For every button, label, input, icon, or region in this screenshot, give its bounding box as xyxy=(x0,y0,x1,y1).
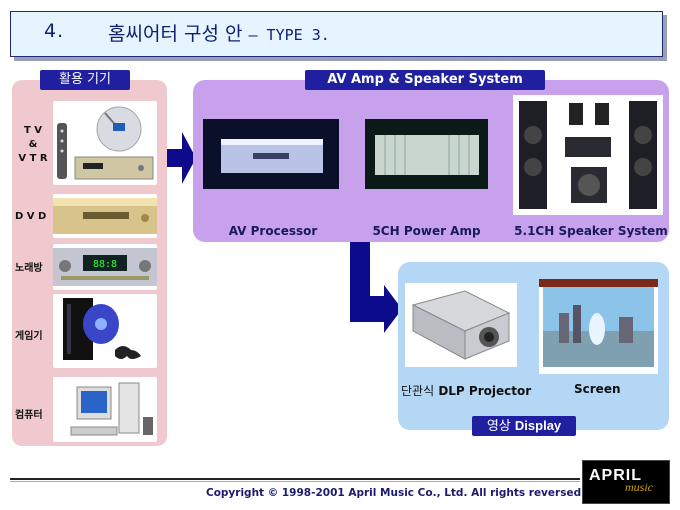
section-number: 4. xyxy=(44,20,65,42)
footer-divider-thin xyxy=(10,481,580,482)
device-label-tv-vtr: T V & V T R xyxy=(18,125,48,164)
av-system-title: AV Amp & Speaker System xyxy=(305,70,545,90)
computer-image xyxy=(53,377,157,442)
devices-title: 활용 기기 xyxy=(40,70,130,90)
av-processor-icon xyxy=(203,119,339,189)
title-banner xyxy=(10,11,663,57)
dvd-image xyxy=(53,194,157,238)
display-title-ko: 영상 xyxy=(486,419,511,434)
av-processor-label: AV Processor xyxy=(228,224,318,238)
satellite-vcr-icon xyxy=(57,106,154,180)
speakers-icon xyxy=(519,101,657,209)
device-label-computer: 컴퓨터 xyxy=(15,410,43,421)
power-amp-label: 5CH Power Amp xyxy=(372,224,481,238)
power-amp-icon xyxy=(365,119,488,189)
copyright-text: Copyright © 1998-2001 April Music Co., L… xyxy=(206,487,586,499)
speaker-system-label: 5.1CH Speaker System xyxy=(514,224,668,238)
speaker-system-image xyxy=(513,95,663,215)
arrow-av-to-display xyxy=(350,242,402,333)
arrow-devices-to-av xyxy=(167,132,196,184)
device-label-karaoke: 노래방 xyxy=(15,263,43,274)
dvd-player-icon xyxy=(53,198,157,234)
page-title-text: 홈씨어터 구성 안 xyxy=(108,23,243,45)
projector-label-ko: 단관식 xyxy=(401,384,435,398)
projector-image xyxy=(405,283,517,367)
page-title: 홈씨어터 구성 안 – TYPE 3. xyxy=(108,19,330,46)
logo-sub-text: music xyxy=(625,480,653,494)
device-label-dvd: D V D xyxy=(15,211,47,222)
screen-image xyxy=(539,279,658,374)
page-subtitle: – TYPE 3. xyxy=(248,26,330,44)
power-amp-image xyxy=(365,119,488,189)
game-console-image xyxy=(53,294,157,368)
karaoke-image: 88:8 xyxy=(53,244,157,290)
tv-vtr-image xyxy=(53,101,157,185)
logo-main-text: APRIL xyxy=(589,467,642,484)
projector-icon xyxy=(411,290,511,360)
display-title: 영상 Display xyxy=(472,416,576,436)
footer-divider xyxy=(10,478,580,480)
av-processor-image xyxy=(203,119,339,189)
display-title-en: Display xyxy=(514,418,562,433)
svg-text:88:8: 88:8 xyxy=(93,259,117,270)
projector-label-en: DLP Projector xyxy=(438,384,532,398)
projection-screen-icon xyxy=(539,279,658,367)
karaoke-machine-icon: 88:8 xyxy=(53,248,157,286)
screen-label: Screen xyxy=(574,382,621,396)
device-label-game-console: 게임기 xyxy=(15,331,43,342)
game-console-icon xyxy=(63,298,141,360)
april-music-logo: APRIL music xyxy=(582,460,670,504)
projector-label: 단관식 DLP Projector xyxy=(401,382,531,399)
computer-icon xyxy=(70,382,153,436)
